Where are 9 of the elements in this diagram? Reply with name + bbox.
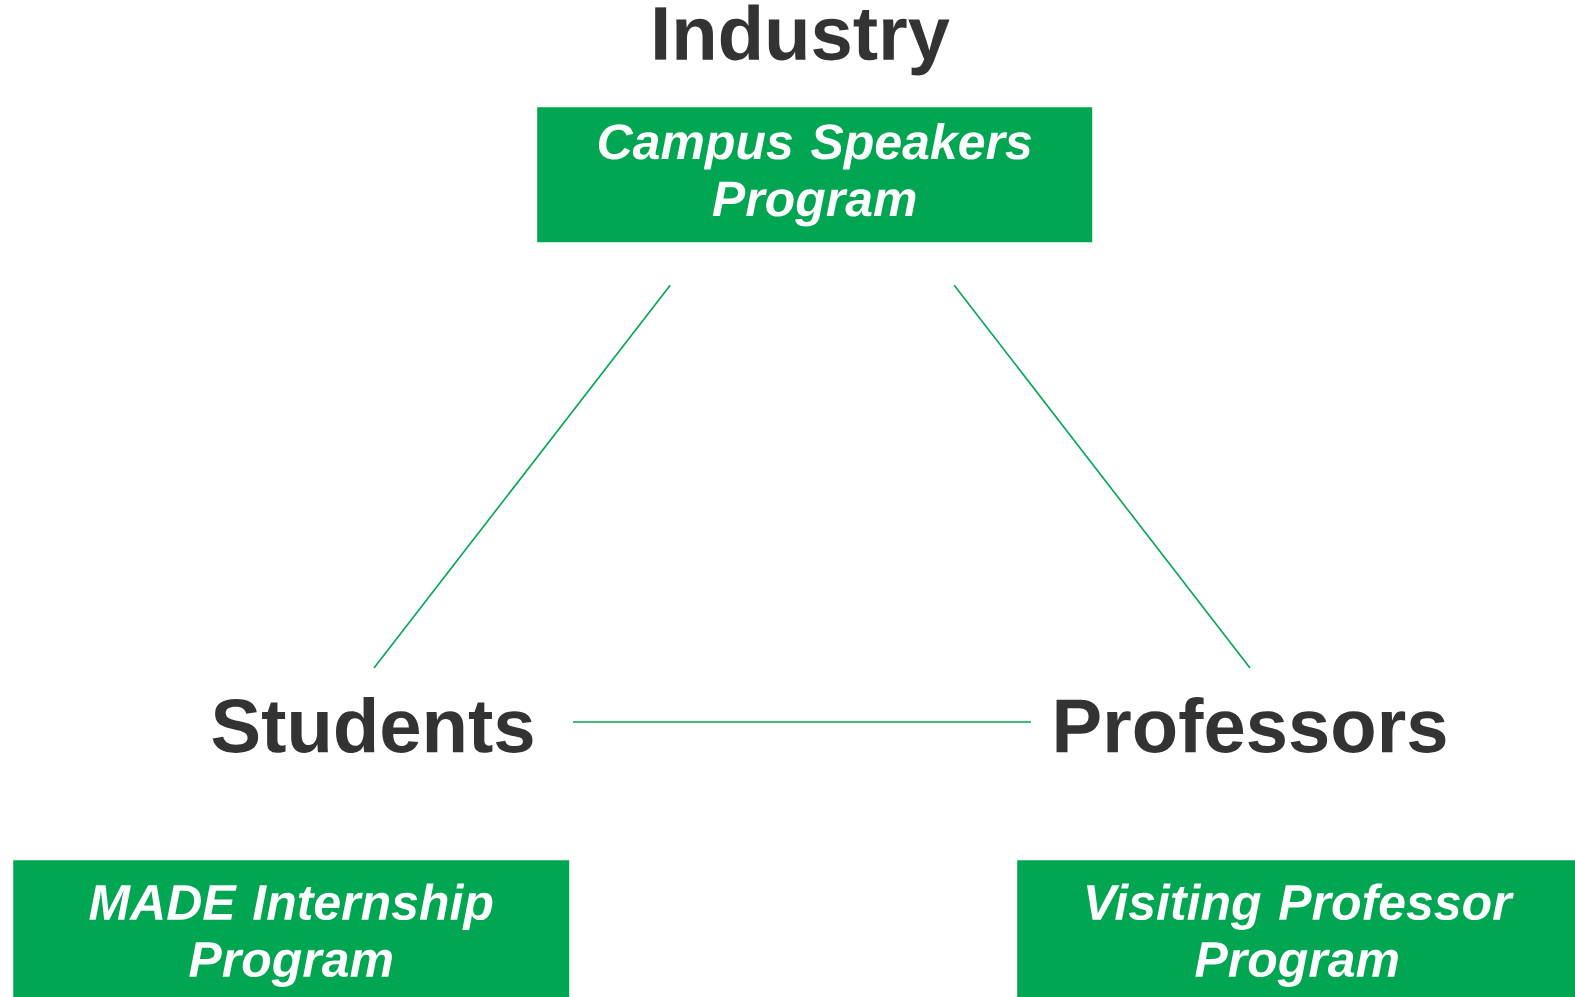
connector-line	[572, 721, 1032, 723]
group-label: Students	[212, 697, 533, 753]
program-box: Campus Speakers Program	[537, 107, 1093, 243]
program-box: Visiting Professor Program	[1017, 860, 1575, 997]
group-label: Industry	[655, 4, 950, 76]
connector-line	[373, 284, 671, 669]
connector-line	[953, 284, 1251, 669]
program-box: MADE Internship Program	[13, 860, 570, 997]
group-label: Professors	[1056, 697, 1446, 753]
